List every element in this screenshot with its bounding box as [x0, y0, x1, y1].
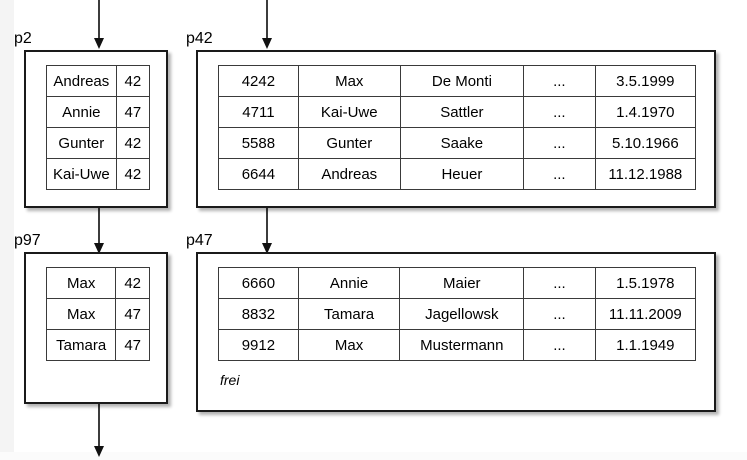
table-row[interactable]: Kai-Uwe 42	[46, 158, 151, 190]
cell-firstname: Max	[297, 65, 401, 97]
arrow-head	[94, 446, 104, 457]
page-margin-tint-left	[0, 0, 14, 460]
table-row[interactable]: 9912 Max Mustermann ... 1.1.1949	[218, 329, 697, 361]
cell-bucket: 42	[115, 158, 151, 190]
cell-key: Gunter	[46, 127, 117, 159]
cell-more: ...	[523, 329, 596, 361]
cell-more: ...	[523, 267, 596, 299]
table-row[interactable]: 5588 Gunter Saake ... 5.10.1966	[218, 127, 697, 159]
cell-firstname: Max	[297, 329, 401, 361]
cell-bucket: 42	[115, 127, 151, 159]
arrow-shaft	[98, 0, 100, 45]
cell-id: 8832	[218, 298, 299, 330]
cell-id: 4242	[218, 65, 299, 97]
cell-firstname: Tamara	[297, 298, 401, 330]
arrow-shaft	[266, 208, 268, 250]
page-label-p2: p2	[14, 30, 32, 47]
cell-firstname: Andreas	[297, 158, 401, 190]
cell-date: 1.5.1978	[594, 267, 697, 299]
table-row[interactable]: 6644 Andreas Heuer ... 11.12.1988	[218, 158, 697, 190]
cell-bucket: 42	[115, 65, 151, 97]
cell-firstname: Kai-Uwe	[297, 96, 401, 128]
cell-date: 11.11.2009	[594, 298, 697, 330]
cell-firstname: Annie	[297, 267, 401, 299]
arrow-head	[94, 243, 104, 254]
table-row[interactable]: Gunter 42	[46, 127, 151, 159]
table-p42: 4242 Max De Monti ... 3.5.1999 4711 Kai-…	[218, 65, 697, 190]
cell-bucket: 47	[115, 96, 151, 128]
cell-id: 5588	[218, 127, 299, 159]
table-row[interactable]: Tamara 47	[45, 329, 150, 361]
cell-key: Max	[45, 298, 117, 330]
cell-id: 4711	[218, 96, 299, 128]
arrow-shaft	[98, 403, 100, 453]
cell-lastname: Mustermann	[399, 329, 525, 361]
cell-more: ...	[523, 158, 596, 190]
arrow-head	[94, 38, 104, 49]
page-box-p97[interactable]: Max 42 Max 47 Tamara 47	[24, 252, 168, 404]
table-p97: Max 42 Max 47 Tamara 47	[45, 267, 150, 361]
cell-lastname: Saake	[399, 127, 525, 159]
table-row[interactable]: 6660 Annie Maier ... 1.5.1978	[218, 267, 697, 299]
cell-bucket: 47	[115, 298, 150, 330]
table-row[interactable]: 4711 Kai-Uwe Sattler ... 1.4.1970	[218, 96, 697, 128]
table-row[interactable]: Andreas 42	[46, 65, 151, 97]
cell-id: 6644	[218, 158, 299, 190]
cell-firstname: Gunter	[297, 127, 401, 159]
table-row[interactable]: Max 42	[45, 267, 150, 299]
cell-key: Andreas	[46, 65, 117, 97]
page-box-p47[interactable]: 6660 Annie Maier ... 1.5.1978 8832 Tamar…	[196, 252, 716, 412]
table-row[interactable]: 8832 Tamara Jagellowsk ... 11.11.2009	[218, 298, 697, 330]
table-row[interactable]: Annie 47	[46, 96, 151, 128]
cell-lastname: Heuer	[399, 158, 525, 190]
cell-date: 3.5.1999	[594, 65, 697, 97]
page-box-p2[interactable]: Andreas 42 Annie 47 Gunter 42 Kai-Uwe 42	[24, 50, 168, 208]
cell-date: 1.4.1970	[594, 96, 697, 128]
arrow-shaft	[98, 208, 100, 250]
cell-lastname: Jagellowsk	[399, 298, 525, 330]
page-label-p47: p47	[186, 232, 213, 249]
page-margin-tint-bottom	[0, 452, 747, 460]
page-label-p97: p97	[14, 232, 41, 249]
table-row[interactable]: Max 47	[45, 298, 150, 330]
cell-lastname: Sattler	[399, 96, 525, 128]
cell-key: Max	[45, 267, 117, 299]
cell-key: Kai-Uwe	[46, 158, 117, 190]
free-space-label: frei	[220, 372, 240, 388]
cell-date: 1.1.1949	[594, 329, 697, 361]
cell-lastname: De Monti	[399, 65, 525, 97]
cell-id: 9912	[218, 329, 299, 361]
table-row[interactable]: 4242 Max De Monti ... 3.5.1999	[218, 65, 697, 97]
arrow-head	[262, 38, 272, 49]
cell-more: ...	[523, 127, 596, 159]
cell-more: ...	[523, 298, 596, 330]
cell-more: ...	[523, 65, 596, 97]
cell-lastname: Maier	[399, 267, 525, 299]
cell-key: Tamara	[45, 329, 117, 361]
page-box-p42[interactable]: 4242 Max De Monti ... 3.5.1999 4711 Kai-…	[196, 50, 716, 208]
page-label-p42: p42	[186, 30, 213, 47]
cell-key: Annie	[46, 96, 117, 128]
cell-more: ...	[523, 96, 596, 128]
cell-bucket: 47	[115, 329, 150, 361]
table-p2: Andreas 42 Annie 47 Gunter 42 Kai-Uwe 42	[46, 65, 151, 190]
arrow-shaft	[266, 0, 268, 45]
cell-date: 11.12.1988	[594, 158, 697, 190]
cell-id: 6660	[218, 267, 299, 299]
cell-date: 5.10.1966	[594, 127, 697, 159]
table-p47: 6660 Annie Maier ... 1.5.1978 8832 Tamar…	[218, 267, 697, 361]
cell-bucket: 42	[115, 267, 150, 299]
arrow-head	[262, 243, 272, 254]
